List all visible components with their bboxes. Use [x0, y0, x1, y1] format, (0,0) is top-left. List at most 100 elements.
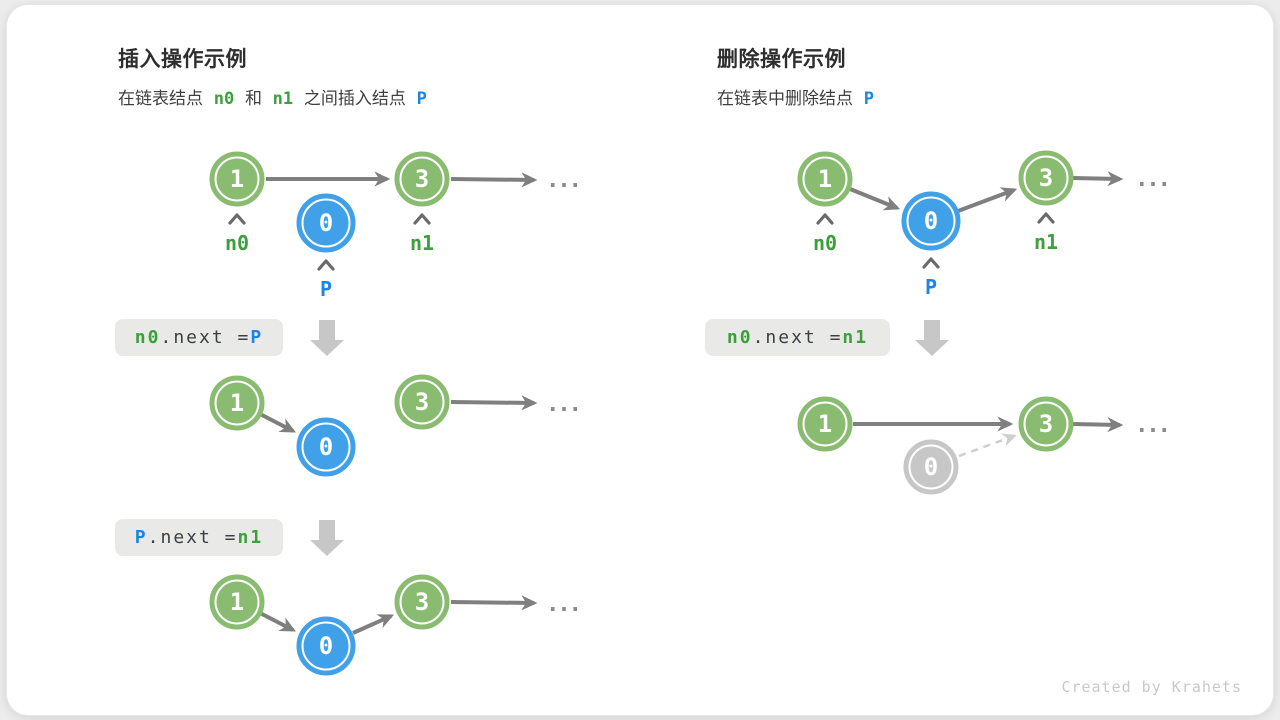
list-node-blue: 0 — [296, 193, 356, 253]
node-circle — [394, 151, 450, 207]
node-value: 0 — [319, 209, 333, 237]
down-block-arrow-icon — [915, 320, 949, 356]
node-value: 1 — [818, 165, 832, 193]
code-box-n0-next-n1-seg-0: n0 — [726, 327, 753, 348]
insert-section-title: 插入操作示例 — [118, 48, 247, 71]
node-value: 0 — [319, 632, 333, 660]
insert-section-subtitle-seg-3: n1 — [272, 89, 294, 109]
list-node-green: 3 — [394, 151, 450, 207]
graph-insert-initial: 103n0Pn1... — [209, 151, 582, 301]
node-inner-ring — [214, 156, 260, 202]
pointer-label-n0: n0 — [225, 231, 249, 255]
pointer-label-P: P — [925, 275, 937, 299]
node-inner-ring — [1023, 401, 1069, 447]
list-node-green: 3 — [394, 374, 450, 430]
node-inner-ring — [399, 579, 445, 625]
node-circle — [1018, 396, 1074, 452]
pointer-arrow — [450, 172, 538, 188]
ellipsis: ... — [1135, 167, 1169, 192]
node-circle — [209, 574, 265, 630]
graph-insert-after-n0-next: 1 0 3... — [209, 374, 582, 477]
node-value: 3 — [415, 165, 429, 193]
graph-insert-after-p-next: 1 0 3... — [209, 574, 582, 676]
node-value: 3 — [1039, 410, 1053, 438]
insert-section-subtitle-seg-2: 和 — [240, 89, 267, 108]
node-circle — [903, 439, 959, 495]
insert-section-subtitle: 在链表结点 n0 和 n1 之间插入结点 P — [118, 84, 433, 109]
list-node-green: 1 — [209, 375, 265, 431]
pointer-arrow — [1072, 417, 1124, 433]
pointer-arrow — [352, 614, 395, 635]
list-node-gray: 0 — [903, 439, 959, 495]
code-box-n0-next-p: n0.next = P — [115, 319, 283, 356]
node-inner-ring — [1023, 155, 1069, 201]
pointer-arrow — [849, 187, 901, 211]
list-node-blue: 0 — [296, 616, 356, 676]
node-value: 1 — [230, 588, 244, 616]
node-value: 3 — [415, 588, 429, 616]
node-inner-ring — [301, 422, 351, 472]
caret-up-icon — [317, 259, 335, 271]
code-box-p-next-n1-seg-1: .next = — [147, 527, 238, 548]
insert-section-subtitle-seg-5: P — [416, 89, 427, 109]
caret-up-icon — [228, 213, 246, 225]
node-inner-ring — [399, 156, 445, 202]
ellipsis: ... — [1135, 413, 1169, 438]
caret-up-icon — [413, 213, 431, 225]
dashed-pointer-arrow — [958, 433, 1017, 458]
node-inner-ring — [301, 198, 351, 248]
node-circle — [394, 374, 450, 430]
ellipsis: ... — [546, 168, 580, 193]
node-value: 3 — [415, 388, 429, 416]
pointer-label-P: P — [320, 277, 332, 301]
pointer-arrow — [259, 412, 296, 433]
node-value: 3 — [1039, 164, 1053, 192]
node-inner-ring — [301, 621, 351, 671]
pointer-arrow — [450, 395, 538, 411]
node-inner-ring — [802, 401, 848, 447]
pointer-arrow — [1072, 171, 1124, 187]
node-inner-ring — [214, 579, 260, 625]
insert-section-subtitle-seg-4: 之间插入结点 — [299, 89, 411, 108]
node-circle — [296, 616, 356, 676]
ellipsis: ... — [546, 392, 580, 417]
list-node-green: 3 — [1018, 150, 1074, 206]
list-node-blue: 0 — [296, 417, 356, 477]
node-circle — [209, 375, 265, 431]
code-box-n0-next-p-seg-1: .next = — [160, 327, 251, 348]
pointer-arrow — [259, 611, 296, 632]
graph-delete-after-n0-next: 0 1 3... — [797, 396, 1171, 495]
down-block-arrow-icon — [310, 520, 344, 556]
code-box-n0-next-n1-seg-2: n1 — [842, 327, 869, 348]
delete-section-subtitle-seg-1: P — [863, 89, 874, 109]
code-box-n0-next-n1-seg-1: .next = — [752, 327, 843, 348]
watermark: Created by Krahets — [1061, 678, 1242, 696]
node-circle — [797, 396, 853, 452]
node-inner-ring — [214, 380, 260, 426]
code-box-p-next-n1-seg-2: n1 — [237, 527, 264, 548]
node-circle — [394, 574, 450, 630]
pointer-arrow — [957, 187, 1018, 213]
code-box-n0-next-p-seg-0: n0 — [134, 327, 161, 348]
list-node-green: 3 — [1018, 396, 1074, 452]
node-circle — [901, 191, 961, 251]
node-inner-ring — [908, 444, 954, 490]
list-node-green: 1 — [209, 574, 265, 630]
code-box-p-next-n1: P.next = n1 — [115, 519, 283, 556]
node-inner-ring — [399, 379, 445, 425]
ellipsis: ... — [546, 592, 580, 617]
code-box-p-next-n1-seg-0: P — [134, 527, 148, 548]
pointer-label-n1: n1 — [410, 231, 434, 255]
pointer-label-n0: n0 — [813, 231, 837, 255]
list-node-green: 3 — [394, 574, 450, 630]
node-value: 0 — [924, 453, 938, 481]
insert-section-subtitle-seg-0: 在链表结点 — [118, 89, 208, 108]
code-box-n0-next-p-seg-2: P — [250, 327, 264, 348]
delete-section-subtitle: 在链表中删除结点 P — [717, 84, 880, 109]
node-value: 1 — [818, 410, 832, 438]
pointer-arrow — [450, 595, 538, 611]
caret-up-icon — [816, 213, 834, 225]
node-value: 1 — [230, 389, 244, 417]
delete-section-title: 删除操作示例 — [717, 48, 846, 71]
